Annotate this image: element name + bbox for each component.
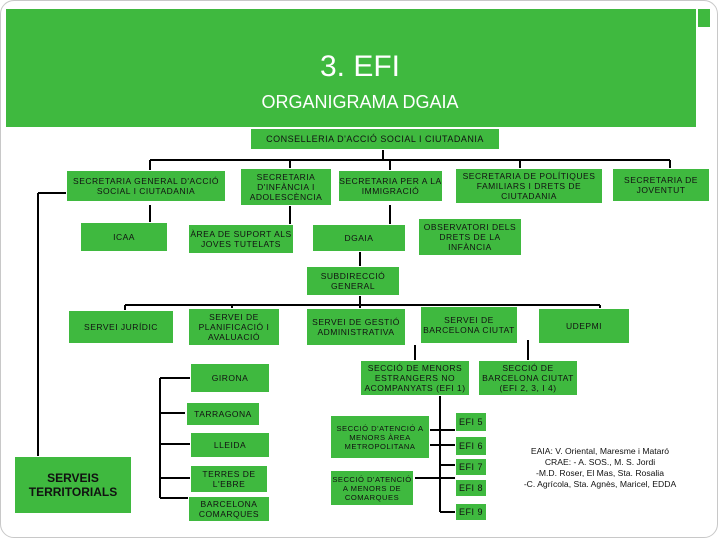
node-seccio-atencio-comarques: SECCIÓ D'ATENCIÓ A MENORS DE COMARQUES [330, 470, 414, 506]
node-secretaria-general: SECRETARIA GENERAL D'ACCIÓ SOCIAL I CIUT… [66, 170, 226, 202]
node-secretaria-joventut: SECRETARIA DE JOVENTUT [612, 168, 710, 202]
node-barcelona-comarques: BARCELONA COMARQUES [188, 496, 270, 522]
slide-title: 3. EFI [319, 50, 401, 83]
eaia-crae-note: EAIA: V. Oriental, Maresme i Mataró CRAE… [500, 446, 700, 490]
note-line-1: EAIA: V. Oriental, Maresme i Mataró [530, 446, 670, 456]
node-lleida: LLEIDA [190, 432, 270, 458]
title-banner [6, 9, 696, 127]
node-terres-ebre: TERRES DE L'EBRE [190, 465, 268, 493]
note-line-2: CRAE: - A. SOS., M. S. Jordi [544, 457, 656, 467]
node-servei-juridic: SERVEI JURÍDIC [68, 310, 174, 344]
node-girona: GIRONA [190, 363, 270, 393]
node-udepmi: UDEPMI [538, 308, 630, 344]
node-secretaria-infancia: SECRETARIA D'INFÀNCIA I ADOLESCÈNCIA [240, 168, 332, 206]
node-servei-gestio: SERVEI DE GESTIÓ ADMINISTRATIVA [306, 308, 406, 346]
note-line-3: -M.D. Roser, El Mas, Sta. Rosalia [536, 468, 664, 478]
node-conselleria: CONSELLERIA D'ACCIÓ SOCIAL I CIUTADANIA [250, 128, 500, 150]
node-tarragona: TARRAGONA [186, 402, 260, 426]
node-subdireccio-general: SUBDIRECCIÓ GENERAL [306, 266, 400, 296]
node-seccio-atencio-metropolitana: SECCIÓ D'ATENCIÓ A MENORS ÀREA METROPOLI… [330, 415, 430, 459]
node-seccio-barcelona-ciutat: SECCIÓ DE BARCELONA CIUTAT (EFI 2, 3, I … [478, 360, 578, 396]
node-efi6: EFI 6 [455, 436, 487, 456]
node-servei-barcelona: SERVEI DE BARCELONA CIUTAT [420, 306, 518, 344]
node-secretaria-politiques: SECRETARIA DE POLÍTIQUES FAMILIARS I DRE… [455, 168, 603, 204]
node-observatori: OBSERVATORI DELS DRETS DE LA INFÀNCIA [418, 218, 522, 256]
node-dgaia: DGAIA [312, 224, 406, 252]
node-efi5: EFI 5 [455, 412, 487, 432]
node-area-suport: ÀREA DE SUPORT ALS JOVES TUTELATS [188, 224, 294, 254]
node-efi7: EFI 7 [455, 458, 487, 476]
node-serveis-territorials: SERVEIS TERRITORIALS [14, 456, 132, 514]
node-servei-planificacio: SERVEI DE PLANIFICACIÓ I AVALUACIÓ [188, 308, 280, 346]
banner-tab [698, 9, 710, 27]
note-line-4: -C. Agrícola, Sta. Agnès, Maricel, EDDA [523, 479, 677, 489]
node-secretaria-immigracio: SECRETARIA PER A LA IMMIGRACIÓ [338, 170, 443, 202]
node-seccio-menors-estrangers: SECCIÓ DE MENORS ESTRANGERS NO ACOMPANYA… [360, 360, 470, 396]
node-efi9: EFI 9 [455, 503, 487, 521]
node-efi8: EFI 8 [455, 479, 487, 497]
node-icaa: ICAA [80, 222, 168, 252]
slide-subtitle: ORGANIGRAMA DGAIA [261, 92, 459, 112]
